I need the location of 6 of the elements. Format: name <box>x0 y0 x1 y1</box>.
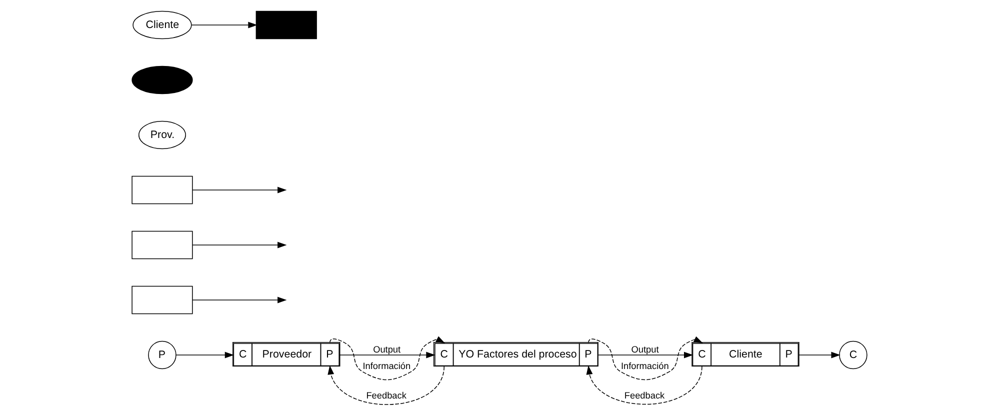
edge-label: Feedback <box>366 390 406 400</box>
edge-label: Output <box>630 344 658 354</box>
edge-label: Feedback <box>624 390 664 400</box>
edge-label: Información <box>362 361 410 372</box>
edge-label: Output <box>372 344 400 354</box>
edge-label: Información <box>620 361 668 372</box>
